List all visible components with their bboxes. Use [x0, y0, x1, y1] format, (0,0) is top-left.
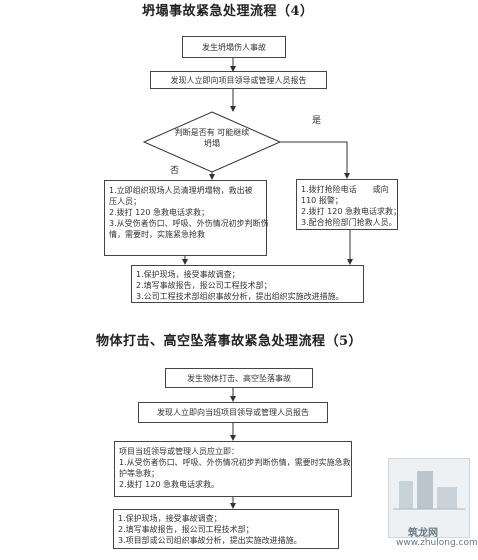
left-box-line-1: 1.立即组织现场人员清理坍塌物，救出被	[109, 186, 253, 195]
no-label: 否	[170, 166, 180, 176]
flow1-decision-text: 判断是否有 可能继续坍塌	[172, 127, 252, 149]
decision-line-2: 可能继续坍塌	[204, 128, 250, 148]
watermark-logo	[388, 458, 470, 538]
flow1-left-box: 1.立即组织现场人员清理坍塌物，救出被 压人员； 2.拨打 120 急救电话求救…	[104, 180, 269, 256]
decision-line-1: 判断是否有	[174, 128, 215, 137]
bottom-box-line-3: 3.公司工程技术部组织事故分析，提出组织实施改进措施。	[136, 292, 344, 301]
watermark-brand: 筑龙网	[408, 528, 438, 539]
arrow-yes-branch	[280, 141, 350, 179]
middle-box-line-4: 2.拨打 120 急救电话求救。	[119, 480, 219, 489]
left-box-line-3: 2.拨打 120 急救电话求救；	[109, 208, 209, 217]
right-box-line-3: 2.拨打 120 急救电话求救；	[301, 207, 401, 216]
yes-label: 是	[312, 116, 322, 126]
bottom2-box-line-3: 3.项目部或公司组织事故分析，提出实施改进措施。	[118, 536, 302, 545]
middle-box-line-3: 护等急救；	[119, 469, 159, 478]
left-box-line-5: 情，需要时，实施紧急抢救	[109, 230, 205, 239]
middle-box-line-2: 1.从受伤者伤口、呼吸、外伤情况初步判断伤情，需要时实施急救	[119, 458, 351, 467]
flow1-report-text: 发现人立即向项目领导或管理人员报告	[170, 75, 307, 85]
flow2-start-box: 发生物体打击、高空坠落事故	[165, 368, 313, 388]
flow2-start-text: 发生物体打击、高空坠落事故	[187, 373, 291, 383]
watermark-url: www.zhulong.com	[396, 538, 478, 548]
right-box-line-4: 3.配合抢险部门抢救人员。	[301, 218, 397, 227]
flow2-title: 物体打击、高空坠落事故紧急处理流程（5）	[96, 334, 363, 349]
right-box-line-1: 1.拨打抢险电话 或向	[301, 185, 389, 194]
flow1-report-box: 发现人立即向项目领导或管理人员报告	[150, 71, 327, 89]
flow2-report-text: 发现人立即向当班项目领导或管理人员报告	[157, 408, 309, 417]
bottom-box-line-2: 2.填写事故报告，报公司工程技术部；	[136, 281, 272, 290]
bottom-box-line-1: 1.保护现场，接受事故调查；	[136, 270, 240, 279]
flow1-start-box: 发生坍塌伤人事故	[182, 36, 286, 58]
flow2-bottom-box: 1.保护现场，接受事故调查； 2.填写事故报告，报公司工程技术部； 3.项目部或…	[113, 509, 339, 549]
watermark-building-icon	[393, 471, 465, 510]
flow1-bottom-box: 1.保护现场，接受事故调查； 2.填写事故报告，报公司工程技术部； 3.公司工程…	[131, 265, 364, 303]
left-box-line-4: 3.从受伤者伤口、呼吸、外伤情况初步判断伤	[109, 219, 269, 228]
bottom2-box-line-2: 2.填写事故报告，报公司工程技术部；	[118, 525, 254, 534]
middle-box-line-1: 项目当班领导或管理人员应立即：	[119, 447, 239, 456]
flow1-start-text: 发生坍塌伤人事故	[202, 42, 266, 52]
flow2-report-box: 发现人立即向当班项目领导或管理人员报告	[138, 402, 328, 423]
right-box-line-2: 110 报警；	[301, 196, 343, 205]
flow1-right-box: 1.拨打抢险电话 或向 110 报警； 2.拨打 120 急救电话求救； 3.配…	[296, 179, 401, 230]
left-box-line-2: 压人员；	[109, 197, 141, 206]
flow2-middle-box: 项目当班领导或管理人员应立即： 1.从受伤者伤口、呼吸、外伤情况初步判断伤情，需…	[114, 441, 352, 497]
bottom2-box-line-1: 1.保护现场，接受事故调查；	[118, 514, 222, 523]
flow1-title: 坍塌事故紧急处理流程（4）	[142, 4, 314, 19]
